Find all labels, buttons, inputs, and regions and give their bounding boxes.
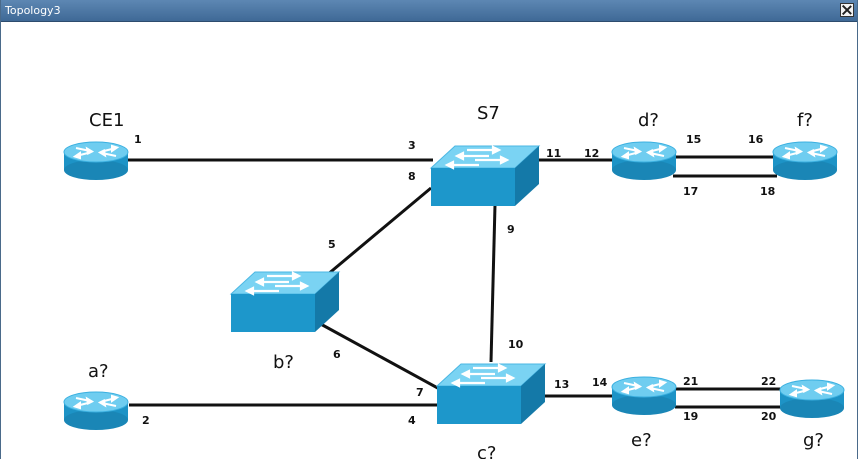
port-label: 3 — [408, 139, 416, 152]
port-label: 8 — [408, 170, 416, 183]
device-label-a: a? — [88, 361, 109, 382]
title-bar: Topology3 — [1, 0, 857, 22]
topology-diagram: CE1 S7 d? f? b? a? c? e? g? 1 2 3 4 5 6 … — [63, 103, 845, 459]
port-label: 10 — [508, 338, 524, 351]
router-e-icon[interactable] — [611, 376, 677, 416]
port-label: 13 — [554, 378, 569, 391]
port-label: 20 — [761, 410, 777, 423]
port-label: 15 — [686, 133, 701, 146]
port-label: 2 — [142, 414, 150, 427]
device-label-ce1: CE1 — [89, 110, 124, 131]
port-label: 9 — [507, 223, 515, 236]
switch-c-icon[interactable] — [435, 362, 547, 426]
router-f-icon[interactable] — [772, 141, 838, 181]
device-label-f: f? — [797, 110, 813, 131]
switch-b-icon[interactable] — [229, 270, 341, 334]
router-a-icon[interactable] — [63, 391, 129, 431]
port-label: 22 — [761, 375, 776, 388]
device-label-d: d? — [638, 110, 659, 131]
port-label: 11 — [546, 147, 561, 160]
port-label: 14 — [592, 376, 608, 389]
window-title: Topology3 — [5, 4, 61, 17]
port-label: 18 — [760, 185, 775, 198]
device-label-c: c? — [477, 443, 496, 459]
port-label: 16 — [748, 133, 764, 146]
router-d-icon[interactable] — [611, 141, 677, 181]
link-s7-b — [320, 186, 432, 282]
device-label-e: e? — [631, 430, 652, 451]
topology-canvas: CE1 S7 d? f? b? a? c? e? g? 1 2 3 4 5 6 … — [1, 22, 857, 459]
port-label: 19 — [683, 410, 698, 423]
port-label: 5 — [328, 238, 336, 251]
switch-s7-icon[interactable] — [429, 144, 541, 208]
device-label-g: g? — [803, 430, 824, 451]
port-label: 21 — [683, 375, 698, 388]
port-label: 6 — [333, 348, 341, 361]
port-label: 17 — [683, 185, 698, 198]
link-b-c — [316, 320, 446, 394]
link-s7-c — [489, 204, 497, 363]
router-g-icon[interactable] — [779, 379, 845, 419]
router-ce1-icon[interactable] — [63, 141, 129, 181]
port-label: 1 — [134, 133, 142, 146]
port-label: 7 — [416, 386, 424, 399]
port-label: 12 — [584, 147, 599, 160]
close-icon[interactable] — [840, 3, 854, 17]
port-label: 4 — [408, 414, 416, 427]
device-label-s7: S7 — [477, 103, 500, 124]
device-label-b: b? — [273, 352, 294, 373]
